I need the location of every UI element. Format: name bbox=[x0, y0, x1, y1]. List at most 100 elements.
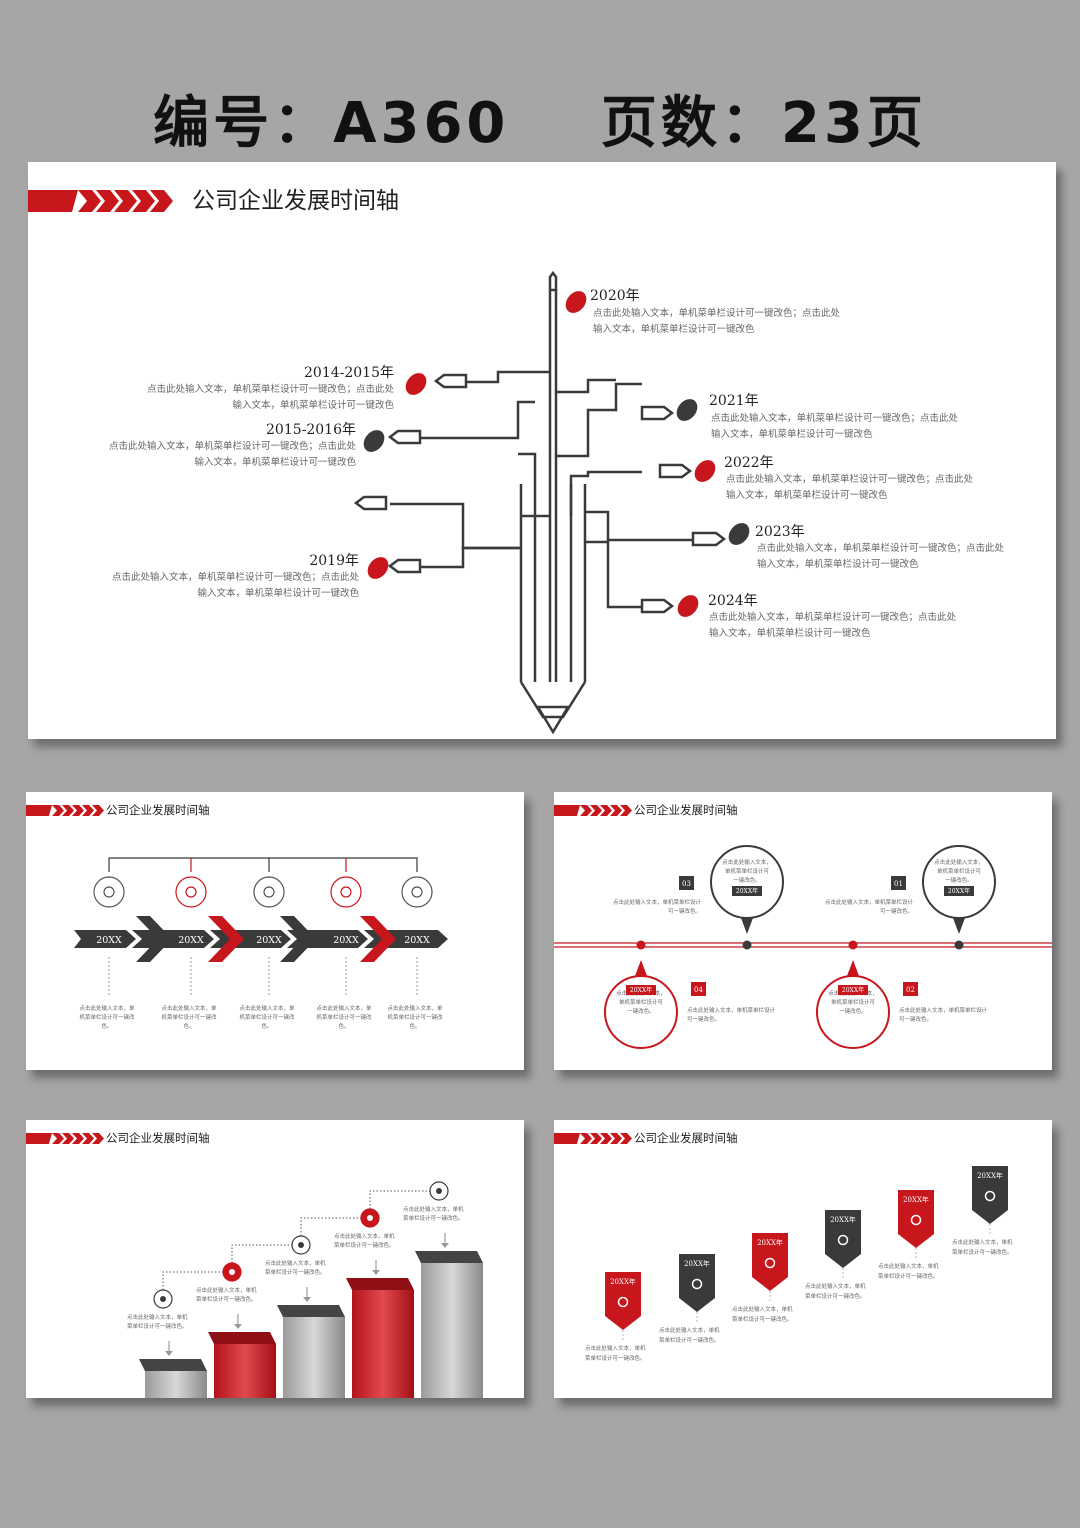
tag-icon bbox=[253, 876, 285, 908]
timeline-entry-2020: 2020年 点击此处输入文本，单机菜单栏设计可一键改色；点击此处 输入文本，单机… bbox=[565, 288, 841, 335]
truck-icon bbox=[222, 1262, 242, 1282]
seed-icon bbox=[363, 430, 385, 452]
svg-text:点击此处输入文本，单机菜单栏设计可一键改色；点击此处: 点击此处输入文本，单机菜单栏设计可一键改色；点击此处 bbox=[757, 542, 1005, 554]
tag-year: 20XX年 bbox=[610, 1277, 636, 1286]
tag-text: 点击此处输入文本，单机 bbox=[732, 1305, 793, 1313]
svg-text:一键改色。: 一键改色。 bbox=[733, 876, 761, 884]
circle-bubble: 点击此处输入文本，单机菜单栏设计可一键改色。20XX年02点击此处输入文本，单机… bbox=[816, 960, 988, 1049]
seed-icon bbox=[676, 399, 698, 421]
bar-text: 菜单栏设计可一键改色。 bbox=[334, 1241, 395, 1249]
slide-title: 公司企业发展时间轴 bbox=[192, 188, 399, 214]
svg-text:2020年: 2020年 bbox=[590, 288, 640, 304]
arrow-text: 机菜单栏设计可一键改 bbox=[239, 1013, 295, 1021]
bar-text: 菜单栏设计可一键改色。 bbox=[127, 1322, 188, 1330]
cart-icon bbox=[691, 1278, 703, 1290]
page-header: 编号：A360 页数：23页 bbox=[0, 78, 1080, 158]
arrow-text: 机菜单栏设计可一键改 bbox=[161, 1013, 217, 1021]
svg-text:2019年: 2019年 bbox=[309, 553, 359, 569]
bar-text: 点击此处输入文本，单机 bbox=[403, 1205, 464, 1213]
bar-items: 点击此处输入文本，单机菜单栏设计可一键改色。点击此处输入文本，单机菜单栏设计可一… bbox=[127, 1181, 483, 1398]
timeline-dot bbox=[848, 940, 858, 950]
bar-step: 点击此处输入文本，单机菜单栏设计可一键改色。 bbox=[265, 1217, 361, 1398]
item-number: 03 bbox=[682, 880, 691, 888]
circle-bubble: 点击此处输入文本，单机菜单栏设计可一键改色。20XX年03点击此处输入文本，单机… bbox=[613, 845, 784, 934]
bubble-year: 20XX年 bbox=[630, 986, 652, 994]
arrow-year-label: 20XX bbox=[333, 935, 359, 946]
wifi-icon bbox=[617, 1296, 629, 1308]
timeline-entry-2022: 2022年 点击此处输入文本，单机菜单栏设计可一键改色；点击此处 输入文本，单机… bbox=[694, 455, 974, 501]
chat-icon bbox=[93, 876, 125, 908]
tag-text: 菜单栏设计可一键改色。 bbox=[585, 1354, 646, 1362]
arrow-text: 点击此处输入文本，单 bbox=[239, 1004, 295, 1012]
chart-icon bbox=[910, 1214, 922, 1226]
bar-text: 菜单栏设计可一键改色。 bbox=[403, 1214, 464, 1222]
arrow-text: 机菜单栏设计可一键改 bbox=[387, 1013, 443, 1021]
seed-icon bbox=[694, 460, 716, 482]
svg-text:输入文本，单机菜单栏设计可一键改色: 输入文本，单机菜单栏设计可一键改色 bbox=[709, 627, 871, 639]
svg-text:输入文本，单机菜单栏设计可一键改色: 输入文本，单机菜单栏设计可一键改色 bbox=[726, 489, 888, 501]
svg-text:点击此处输入文本，: 点击此处输入文本， bbox=[934, 858, 984, 866]
circle-bubble: 点击此处输入文本，单机菜单栏设计可一键改色。20XX年04点击此处输入文本，单机… bbox=[604, 960, 776, 1049]
slide-tag-timeline: 公司企业发展时间轴 20XX年点击此处输入文本，单机菜单栏设计可一键改色。20X… bbox=[554, 1120, 1052, 1398]
svg-text:输入文本，单机菜单栏设计可一键改色: 输入文本，单机菜单栏设计可一键改色 bbox=[194, 456, 356, 468]
seed-icon bbox=[565, 291, 587, 313]
title-banner bbox=[554, 1133, 632, 1144]
tag-year: 20XX年 bbox=[977, 1171, 1003, 1180]
seed-icon bbox=[728, 523, 750, 545]
svg-text:点击此处输入文本，单机菜单栏设计可一键改色；点击此处: 点击此处输入文本，单机菜单栏设计可一键改色；点击此处 bbox=[112, 571, 360, 583]
arrow-text: 色。 bbox=[409, 1022, 420, 1030]
svg-text:输入文本，单机菜单栏设计可一键改色: 输入文本，单机菜单栏设计可一键改色 bbox=[232, 399, 394, 411]
tag-text: 点击此处输入文本，单机 bbox=[659, 1326, 720, 1334]
slide-title: 公司企业发展时间轴 bbox=[106, 803, 210, 817]
timeline-dot bbox=[742, 940, 752, 950]
seed-icon bbox=[677, 595, 699, 617]
svg-text:可一键改色。: 可一键改色。 bbox=[687, 1015, 720, 1023]
bubble-year: 20XX年 bbox=[842, 986, 864, 994]
tag-text: 点击此处输入文本，单机 bbox=[878, 1262, 939, 1270]
arrow-text: 机菜单栏设计可一键改 bbox=[316, 1013, 372, 1021]
timeline-dot bbox=[954, 940, 964, 950]
svg-text:点击此处输入文本，单机菜单栏设计: 点击此处输入文本，单机菜单栏设计 bbox=[687, 1006, 776, 1014]
ship-icon bbox=[429, 1181, 449, 1201]
tag-text: 菜单栏设计可一键改色。 bbox=[878, 1272, 939, 1280]
svg-text:点击此处输入文本，: 点击此处输入文本， bbox=[722, 858, 772, 866]
svg-text:单机菜单栏设计可: 单机菜单栏设计可 bbox=[937, 867, 982, 875]
svg-text:输入文本，单机菜单栏设计可一键改色: 输入文本，单机菜单栏设计可一键改色 bbox=[757, 558, 919, 570]
item-number: 04 bbox=[694, 986, 703, 994]
svg-text:点击此处输入文本，单机菜单栏设计可一键改色；点击此处: 点击此处输入文本，单机菜单栏设计可一键改色；点击此处 bbox=[109, 440, 357, 452]
timeline-entry-2021: 2021年 点击此处输入文本，单机菜单栏设计可一键改色；点击此处 输入文本，单机… bbox=[676, 393, 959, 440]
svg-text:2022年: 2022年 bbox=[724, 455, 774, 471]
tag-text: 菜单栏设计可一键改色。 bbox=[805, 1292, 866, 1300]
svg-text:点击此处输入文本，单机菜单栏设计: 点击此处输入文本，单机菜单栏设计 bbox=[825, 898, 914, 906]
bar-step: 点击此处输入文本，单机菜单栏设计可一键改色。 bbox=[334, 1190, 430, 1398]
svg-text:可一键改色。: 可一键改色。 bbox=[668, 907, 701, 915]
bubble-year: 20XX年 bbox=[948, 887, 970, 895]
bar-step: 点击此处输入文本，单机菜单栏设计可一键改色。 bbox=[196, 1244, 292, 1398]
svg-text:点击此处输入文本，单机菜单栏设计: 点击此处输入文本，单机菜单栏设计 bbox=[613, 898, 702, 906]
svg-text:一键改色。: 一键改色。 bbox=[627, 1007, 655, 1015]
trash-icon bbox=[837, 1234, 849, 1246]
tag-items: 20XX年点击此处输入文本，单机菜单栏设计可一键改色。20XX年点击此处输入文本… bbox=[585, 1166, 1013, 1362]
svg-text:单机菜单栏设计可: 单机菜单栏设计可 bbox=[831, 998, 876, 1006]
timeline-entry-2015-2016: 2015-2016年 点击此处输入文本，单机菜单栏设计可一键改色；点击此处 输入… bbox=[109, 422, 385, 468]
slide-title: 公司企业发展时间轴 bbox=[634, 803, 738, 817]
branch-flags bbox=[353, 373, 727, 614]
svg-text:可一键改色。: 可一键改色。 bbox=[880, 907, 913, 915]
arrow-year-label: 20XX bbox=[178, 935, 204, 946]
tag-text: 点击此处输入文本，单机 bbox=[952, 1238, 1013, 1246]
tag-text: 菜单栏设计可一键改色。 bbox=[952, 1248, 1013, 1256]
pencil-graphic bbox=[390, 270, 693, 735]
bubble-year: 20XX年 bbox=[736, 887, 758, 895]
circle-bubble: 点击此处输入文本，单机菜单栏设计可一键改色。20XX年01点击此处输入文本，单机… bbox=[825, 845, 996, 934]
timeline-entry-2014-2015: 2014-2015年 点击此处输入文本，单机菜单栏设计可一键改色；点击此处 输入… bbox=[147, 365, 427, 411]
seed-icon bbox=[367, 557, 389, 579]
link-icon bbox=[984, 1190, 996, 1202]
hammer-icon bbox=[330, 876, 362, 908]
bar-text: 点击此处输入文本，单机 bbox=[265, 1259, 326, 1267]
slide-bar-timeline: 公司企业发展时间轴 点击此处输入文本，单机菜单栏设计可一键改色。点击此处输入文本… bbox=[26, 1120, 524, 1398]
svg-text:点击此处输入文本，单机菜单栏设计可一键改色；点击此处: 点击此处输入文本，单机菜单栏设计可一键改色；点击此处 bbox=[593, 307, 841, 319]
